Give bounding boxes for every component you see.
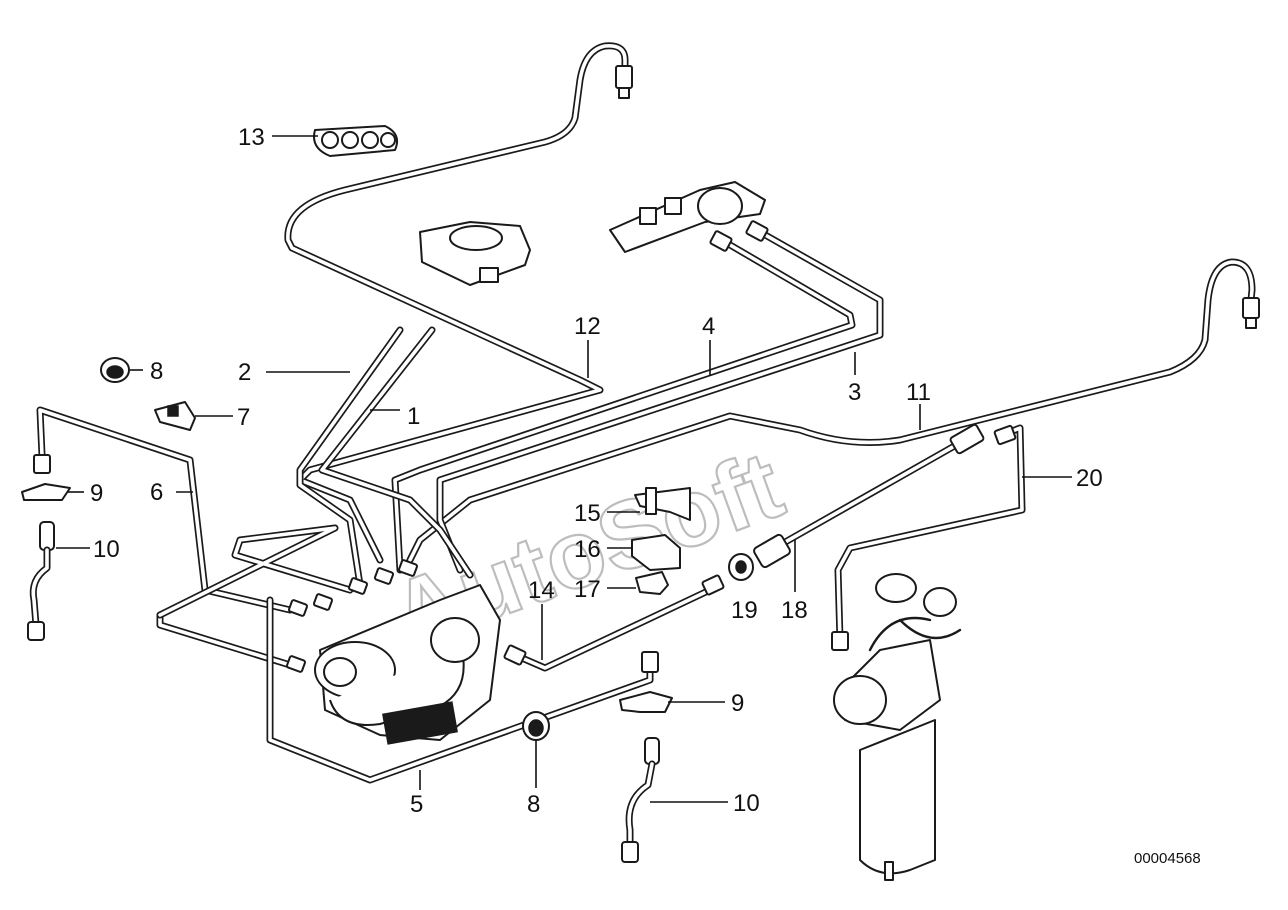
holder-16 [631, 534, 681, 571]
brake-line-5 [266, 596, 659, 784]
callout-3: 3 [848, 379, 861, 406]
pressure-unit [833, 573, 962, 881]
callout-9-right: 9 [731, 690, 744, 717]
callout-10-right: 10 [733, 790, 760, 817]
brake-line-14 [503, 574, 725, 672]
callout-6: 6 [150, 479, 163, 506]
brake-line-20 [831, 424, 1026, 651]
callout-13: 13 [238, 124, 265, 151]
leader-lines [56, 135, 1072, 803]
document-number: 00004568 [1134, 850, 1201, 867]
grommet-19 [728, 553, 754, 581]
hydraulic-unit [314, 584, 501, 745]
clip-13 [313, 125, 398, 157]
callout-1: 1 [407, 403, 420, 430]
callout-2: 2 [238, 359, 251, 386]
callout-19: 19 [731, 597, 758, 624]
callout-15: 15 [574, 500, 601, 527]
callouts: 1 2 3 4 5 6 7 8 8 9 9 10 10 11 12 13 14 … [90, 124, 1103, 818]
holder-17 [635, 571, 669, 595]
callout-8-top: 8 [150, 358, 163, 385]
clip-7 [154, 401, 196, 431]
brake-hose-10-left [27, 521, 55, 641]
callout-10-left: 10 [93, 536, 120, 563]
callout-4: 4 [702, 313, 715, 340]
callout-11: 11 [906, 379, 931, 406]
callout-20: 20 [1076, 465, 1103, 492]
callout-18: 18 [781, 597, 808, 624]
callout-7: 7 [237, 404, 250, 431]
brake-line-12 [284, 42, 633, 564]
callout-12: 12 [574, 313, 601, 340]
bracket-15 [634, 487, 691, 521]
grommet-8-bottom [522, 711, 550, 741]
brake-hose-10-right [621, 737, 660, 863]
callout-8-bottom: 8 [527, 791, 540, 818]
brake-line-11 [406, 258, 1260, 564]
callout-16: 16 [574, 536, 601, 563]
fittings [285, 559, 419, 673]
callout-14: 14 [528, 577, 555, 604]
callout-5: 5 [410, 791, 423, 818]
callout-17: 17 [574, 576, 601, 603]
grommet-8-top [100, 357, 130, 383]
fluid-reservoir [419, 221, 531, 286]
bracket-9-left [21, 483, 71, 501]
master-cylinder [609, 181, 766, 253]
flex-hose-18 [753, 423, 985, 569]
bracket-9-right [619, 691, 673, 713]
brake-line-1-2 [296, 326, 474, 589]
brake-line-6 [33, 406, 354, 669]
callout-9-left: 9 [90, 480, 103, 507]
